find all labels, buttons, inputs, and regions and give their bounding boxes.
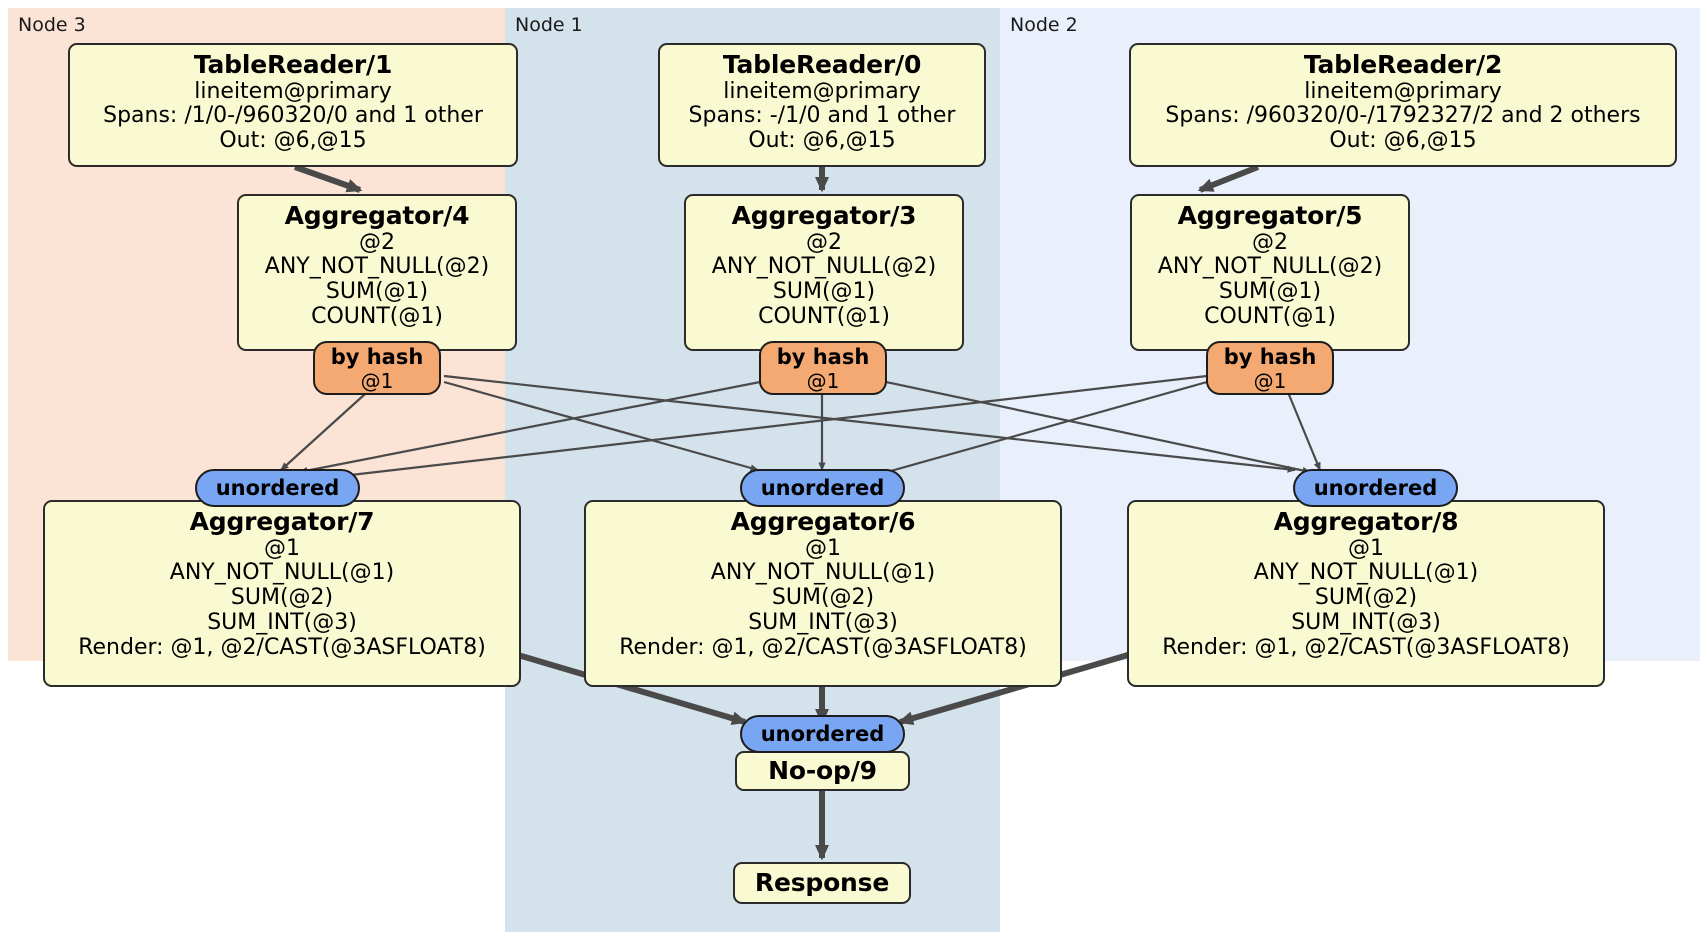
router-label: by hash	[1223, 345, 1317, 369]
processor-line: ANY_NOT_NULL(@1)	[710, 560, 936, 586]
processor-line: Render: @1, @2/CAST(@3ASFLOAT8)	[1162, 634, 1570, 660]
router-column: @1	[806, 368, 840, 393]
processor-line: ANY_NOT_NULL(@2)	[264, 254, 490, 280]
processor-aggregator-5[interactable]: Aggregator/5 @2 ANY_NOT_NULL(@2) SUM(@1)…	[1130, 194, 1410, 351]
panel-node-3-label: Node 3	[18, 14, 86, 36]
router-by-hash-aggregator-4[interactable]: by hash @1	[313, 341, 441, 395]
processor-title: Aggregator/8	[1273, 507, 1459, 536]
router-by-hash-aggregator-5[interactable]: by hash @1	[1206, 341, 1334, 395]
processor-line: @2	[806, 229, 842, 255]
synchronizer-unordered-noop[interactable]: unordered	[740, 715, 905, 753]
router-label: by hash	[330, 345, 424, 369]
processor-line: Out: @6,@15	[219, 128, 367, 154]
processor-title: Aggregator/4	[284, 201, 470, 230]
synchronizer-unordered-aggregator-7[interactable]: unordered	[195, 469, 360, 507]
processor-line: ANY_NOT_NULL(@1)	[1253, 560, 1479, 586]
processor-line: SUM(@2)	[771, 585, 875, 611]
processor-line: Render: @1, @2/CAST(@3ASFLOAT8)	[619, 634, 1027, 660]
processor-aggregator-4[interactable]: Aggregator/4 @2 ANY_NOT_NULL(@2) SUM(@1)…	[237, 194, 517, 351]
processor-line: @1	[805, 535, 841, 561]
processor-line: ANY_NOT_NULL(@2)	[711, 254, 937, 280]
processor-aggregator-8[interactable]: Aggregator/8 @1 ANY_NOT_NULL(@1) SUM(@2)…	[1127, 500, 1605, 687]
processor-title: Response	[754, 868, 890, 897]
processor-line: @1	[264, 535, 300, 561]
processor-line: SUM_INT(@3)	[207, 610, 357, 636]
synchronizer-label: unordered	[760, 475, 885, 500]
processor-title: TableReader/0	[722, 50, 922, 79]
processor-aggregator-6[interactable]: Aggregator/6 @1 ANY_NOT_NULL(@1) SUM(@2)…	[584, 500, 1062, 687]
synchronizer-label: unordered	[215, 475, 340, 500]
processor-title: TableReader/1	[193, 50, 393, 79]
processor-line: ANY_NOT_NULL(@2)	[1157, 254, 1383, 280]
panel-node-1-label: Node 1	[515, 14, 583, 36]
synchronizer-unordered-aggregator-6[interactable]: unordered	[740, 469, 905, 507]
processor-response[interactable]: Response	[733, 862, 911, 904]
processor-line: COUNT(@1)	[1204, 304, 1336, 330]
processor-line: SUM(@2)	[1314, 585, 1418, 611]
synchronizer-label: unordered	[1313, 475, 1438, 500]
processor-line: SUM(@1)	[772, 279, 876, 305]
processor-title: TableReader/2	[1303, 50, 1503, 79]
processor-line: SUM(@1)	[1218, 279, 1322, 305]
processor-table-reader-2[interactable]: TableReader/2 lineitem@primary Spans: /9…	[1129, 43, 1677, 167]
processor-line: lineitem@primary	[723, 78, 921, 104]
processor-line: Out: @6,@15	[1329, 128, 1477, 154]
processor-line: SUM(@2)	[230, 585, 334, 611]
processor-table-reader-1[interactable]: TableReader/1 lineitem@primary Spans: /1…	[68, 43, 518, 167]
processor-aggregator-3[interactable]: Aggregator/3 @2 ANY_NOT_NULL(@2) SUM(@1)…	[684, 194, 964, 351]
router-column: @1	[1253, 368, 1287, 393]
processor-line: ANY_NOT_NULL(@1)	[169, 560, 395, 586]
processor-title: Aggregator/7	[189, 507, 375, 536]
processor-table-reader-0[interactable]: TableReader/0 lineitem@primary Spans: -/…	[658, 43, 986, 167]
processor-line: @2	[1252, 229, 1288, 255]
processor-title: Aggregator/6	[730, 507, 916, 536]
synchronizer-unordered-aggregator-8[interactable]: unordered	[1293, 469, 1458, 507]
router-by-hash-aggregator-3[interactable]: by hash @1	[759, 341, 887, 395]
processor-line: Spans: -/1/0 and 1 other	[688, 103, 956, 129]
processor-title: Aggregator/3	[731, 201, 917, 230]
processor-line: SUM(@1)	[325, 279, 429, 305]
processor-line: COUNT(@1)	[311, 304, 443, 330]
processor-line: COUNT(@1)	[758, 304, 890, 330]
processor-line: Render: @1, @2/CAST(@3ASFLOAT8)	[78, 634, 486, 660]
processor-line: @2	[359, 229, 395, 255]
panel-node-2-label: Node 2	[1010, 14, 1078, 36]
processor-noop-9[interactable]: No-op/9	[735, 751, 910, 791]
processor-title: Aggregator/5	[1177, 201, 1363, 230]
processor-line: @1	[1348, 535, 1384, 561]
processor-line: SUM_INT(@3)	[748, 610, 898, 636]
processor-aggregator-7[interactable]: Aggregator/7 @1 ANY_NOT_NULL(@1) SUM(@2)…	[43, 500, 521, 687]
synchronizer-label: unordered	[760, 721, 885, 746]
processor-line: lineitem@primary	[194, 78, 392, 104]
processor-line: SUM_INT(@3)	[1291, 610, 1441, 636]
processor-line: Spans: /1/0-/960320/0 and 1 other	[103, 103, 483, 129]
processor-line: Spans: /960320/0-/1792327/2 and 2 others	[1165, 103, 1641, 129]
router-column: @1	[360, 368, 394, 393]
processor-title: No-op/9	[768, 756, 877, 785]
router-label: by hash	[776, 345, 870, 369]
processor-line: Out: @6,@15	[748, 128, 896, 154]
processor-line: lineitem@primary	[1304, 78, 1502, 104]
